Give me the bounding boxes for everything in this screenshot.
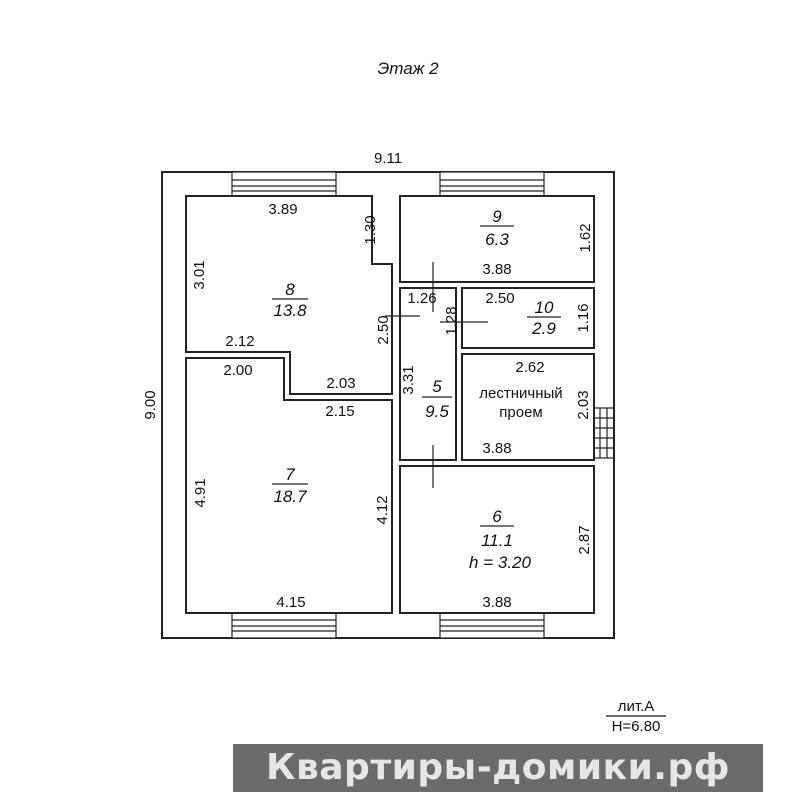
svg-text:4.12: 4.12	[374, 495, 391, 524]
room-8-label: 8 13.8	[272, 280, 308, 320]
svg-text:1.62: 1.62	[577, 223, 594, 252]
overall-width: 9.11	[374, 150, 402, 167]
room-10-label: 10 2.9	[527, 298, 561, 338]
svg-text:11.1: 11.1	[481, 531, 513, 550]
svg-text:6: 6	[492, 507, 502, 526]
svg-text:3.88: 3.88	[482, 261, 511, 278]
svg-text:9: 9	[492, 207, 502, 226]
svg-text:13.8: 13.8	[273, 301, 307, 320]
svg-text:2.03: 2.03	[326, 375, 355, 392]
svg-text:h = 3.20: h = 3.20	[469, 553, 531, 572]
svg-text:5: 5	[432, 377, 442, 396]
svg-text:4.15: 4.15	[276, 594, 305, 611]
svg-text:2.50: 2.50	[485, 290, 514, 307]
svg-text:2.15: 2.15	[325, 403, 354, 420]
floor-title: Этаж 2	[377, 59, 439, 78]
svg-text:3.31: 3.31	[400, 365, 417, 394]
svg-text:2.62: 2.62	[515, 359, 544, 376]
svg-text:1.16: 1.16	[575, 303, 592, 332]
room-8-outline	[185, 195, 393, 395]
svg-text:1.28: 1.28	[443, 306, 460, 335]
svg-text:2.9: 2.9	[531, 319, 556, 338]
room-9-outline	[399, 195, 595, 283]
outer-wall	[161, 171, 615, 639]
svg-text:7: 7	[285, 465, 295, 484]
stairwell-label-1: лестничный	[479, 385, 562, 402]
svg-text:6.3: 6.3	[485, 230, 509, 249]
svg-text:лит.А: лит.А	[618, 698, 655, 715]
svg-text:10: 10	[535, 298, 554, 317]
svg-text:2.03: 2.03	[575, 390, 592, 419]
svg-text:1.30: 1.30	[362, 215, 379, 244]
room-7-label: 7 18.7	[272, 465, 308, 506]
stairwell-outline	[461, 353, 595, 461]
room-10-outline	[461, 287, 595, 349]
svg-text:3.01: 3.01	[191, 260, 208, 289]
svg-text:2.50: 2.50	[375, 315, 392, 344]
svg-text:1.26: 1.26	[407, 290, 436, 307]
svg-text:9.5: 9.5	[425, 402, 449, 421]
svg-text:2.87: 2.87	[576, 525, 593, 554]
overall-height: 9.00	[142, 390, 159, 419]
stairwell-label-2: проем	[499, 404, 542, 421]
lit-legend: лит.А H=6.80	[606, 698, 666, 735]
svg-text:4.91: 4.91	[192, 478, 209, 507]
watermark: Квартиры-домики.рф	[233, 744, 763, 792]
room-5-label: 5 9.5	[422, 377, 452, 421]
room-5-outline	[399, 287, 457, 461]
dimension-labels: 3.89 1.30 3.01 2.50 2.12 2.03 2.00 2.15 …	[191, 201, 594, 611]
room-6-label: 6 11.1 h = 3.20	[469, 507, 531, 572]
svg-text:18.7: 18.7	[273, 487, 307, 506]
svg-text:2.00: 2.00	[223, 362, 252, 379]
room-9-label: 9 6.3	[480, 207, 514, 249]
svg-text:3.88: 3.88	[482, 440, 511, 457]
windows	[231, 171, 545, 639]
door-marks	[385, 262, 488, 488]
svg-text:3.89: 3.89	[268, 201, 297, 218]
svg-text:8: 8	[285, 280, 295, 299]
room-7-outline	[185, 357, 393, 614]
svg-text:2.12: 2.12	[225, 333, 254, 350]
svg-text:H=6.80: H=6.80	[612, 718, 661, 735]
svg-text:3.88: 3.88	[482, 594, 511, 611]
room-6-outline	[399, 465, 595, 614]
exterior-stairs	[593, 407, 615, 459]
